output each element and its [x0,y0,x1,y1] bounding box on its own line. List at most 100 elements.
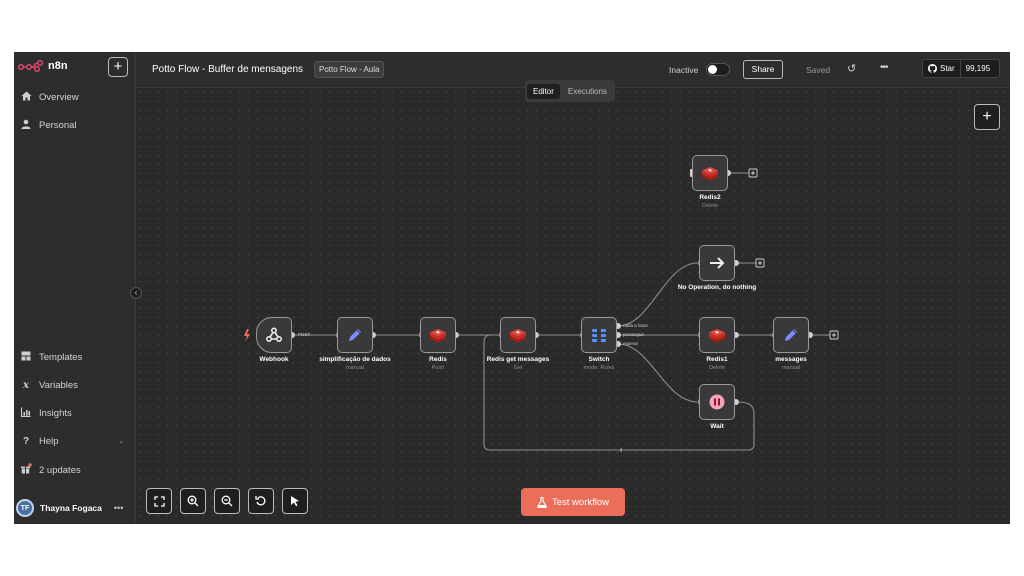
workflow-canvas[interactable]: Editor Executions + POST Webhook simplif… [136,80,1010,524]
node-simplificacao[interactable] [337,317,373,353]
sidebar-item-label: Personal [39,119,77,131]
node-subtitle: Get [513,365,523,371]
share-button[interactable]: Share [743,60,783,79]
github-star-button[interactable]: Star 99,195 [922,59,1000,78]
add-node-plus-icon [748,168,758,178]
sidebar-item-label: 2 updates [39,464,81,476]
add-node-plus-icon [829,330,839,340]
sidebar-item-label: Insights [39,407,72,419]
more-icon[interactable]: ••• [880,62,888,73]
node-title: Redis get messages [486,356,550,363]
n8n-app: n8n + Overview Personal Templates x Vari… [14,52,1010,524]
arrow-head [619,447,622,453]
redis-icon [430,329,446,343]
sidebar: n8n + Overview Personal Templates x Vari… [14,52,136,524]
user-menu[interactable]: TF Thayna Fogaca ••• [16,497,134,519]
github-icon [928,64,937,73]
redis-icon [702,167,718,181]
collapse-sidebar-button[interactable]: ‹ [130,287,142,299]
insights-icon [20,407,32,420]
node-wait[interactable] [699,384,735,420]
n8n-logo-icon [18,60,44,72]
sidebar-item-overview[interactable]: Overview [20,89,79,105]
node-subtitle: manual [781,365,801,371]
sidebar-item-help[interactable]: ? Help ⌄ [20,433,124,449]
fit-view-icon [153,495,165,507]
workflow-title[interactable]: Potto Flow - Buffer de mensagens [152,64,304,75]
node-redis2[interactable] [692,155,728,191]
redis-icon [510,329,526,343]
plus-marks [751,171,836,337]
handle-label: prosseguir [623,332,645,337]
help-icon: ? [22,435,30,447]
sidebar-item-label: Templates [39,351,83,363]
sidebar-item-label: Help [39,435,59,447]
tab-executions[interactable]: Executions [567,86,608,96]
webhook-icon [265,327,283,343]
gift-icon [20,463,32,477]
node-title: No Operation, do nothing [677,284,757,291]
sidebar-item-templates[interactable]: Templates [20,349,82,365]
edge-switch-noop [617,262,699,327]
pencil-icon [785,329,797,341]
add-button[interactable]: + [108,57,128,77]
test-workflow-button[interactable]: Test workflow [521,488,625,516]
add-node-button[interactable]: + [974,104,1000,130]
node-subtitle: Push [431,365,445,371]
zoom-in-icon [187,495,199,507]
workflow-tag[interactable]: Potto Flow - Aula [314,61,385,78]
avatar: TF [16,499,34,517]
zoom-out-button[interactable] [214,488,240,514]
fit-view-button[interactable] [146,488,172,514]
sidebar-item-personal[interactable]: Personal [20,117,77,133]
toggle-knob [708,65,717,74]
node-title: Redis2 [699,194,721,201]
node-title: Redis1 [706,356,728,363]
handle-label: POST [298,332,311,337]
canvas-toolbar [146,488,308,514]
undo-icon [255,496,266,506]
arrow-right-icon [710,257,725,269]
sidebar-item-label: Overview [39,91,79,103]
user-icon [20,119,32,132]
cursor-icon [291,496,299,507]
reset-zoom-button[interactable] [248,488,274,514]
templates-icon [20,351,32,364]
home-icon [20,91,32,104]
header: Potto Flow - Buffer de mensagens Potto F… [136,52,1010,88]
sidebar-item-insights[interactable]: Insights [20,405,72,421]
edge-switch-wait [617,343,699,403]
zoom-in-button[interactable] [180,488,206,514]
zoom-out-icon [221,495,233,507]
node-switch[interactable] [581,317,617,353]
redis-icon [709,329,725,343]
node-title: Wait [710,423,724,430]
saved-status: Saved [806,65,831,75]
n8n-logo[interactable]: n8n [18,60,68,72]
history-icon[interactable]: ↺ [847,63,857,75]
test-workflow-label: Test workflow [551,496,609,508]
node-title: messages [775,356,807,363]
tab-editor[interactable]: Editor [527,83,560,99]
variables-icon: x [23,379,29,391]
active-toggle[interactable] [706,63,730,76]
more-options-icon[interactable]: ••• [113,503,124,513]
node-subtitle: mode: Rules [583,365,615,371]
node-no-operation[interactable] [699,245,735,281]
handle-label: nada a fazer [623,323,649,328]
sidebar-item-variables[interactable]: x Variables [20,377,78,393]
trigger-bolt-icon [244,329,250,342]
node-title: Switch [588,356,610,363]
node-webhook[interactable] [256,317,292,353]
tidy-up-button[interactable] [282,488,308,514]
node-subtitle: manual [345,365,365,371]
connections [244,168,839,453]
node-title: Webhook [259,356,289,363]
node-messages[interactable] [773,317,809,353]
node-redis1[interactable] [699,317,735,353]
node-redis-get-messages[interactable] [500,317,536,353]
pencil-icon [349,329,361,341]
sidebar-item-updates[interactable]: 2 updates [20,462,81,478]
node-redis[interactable] [420,317,456,353]
add-node-plus-icon [755,258,765,268]
